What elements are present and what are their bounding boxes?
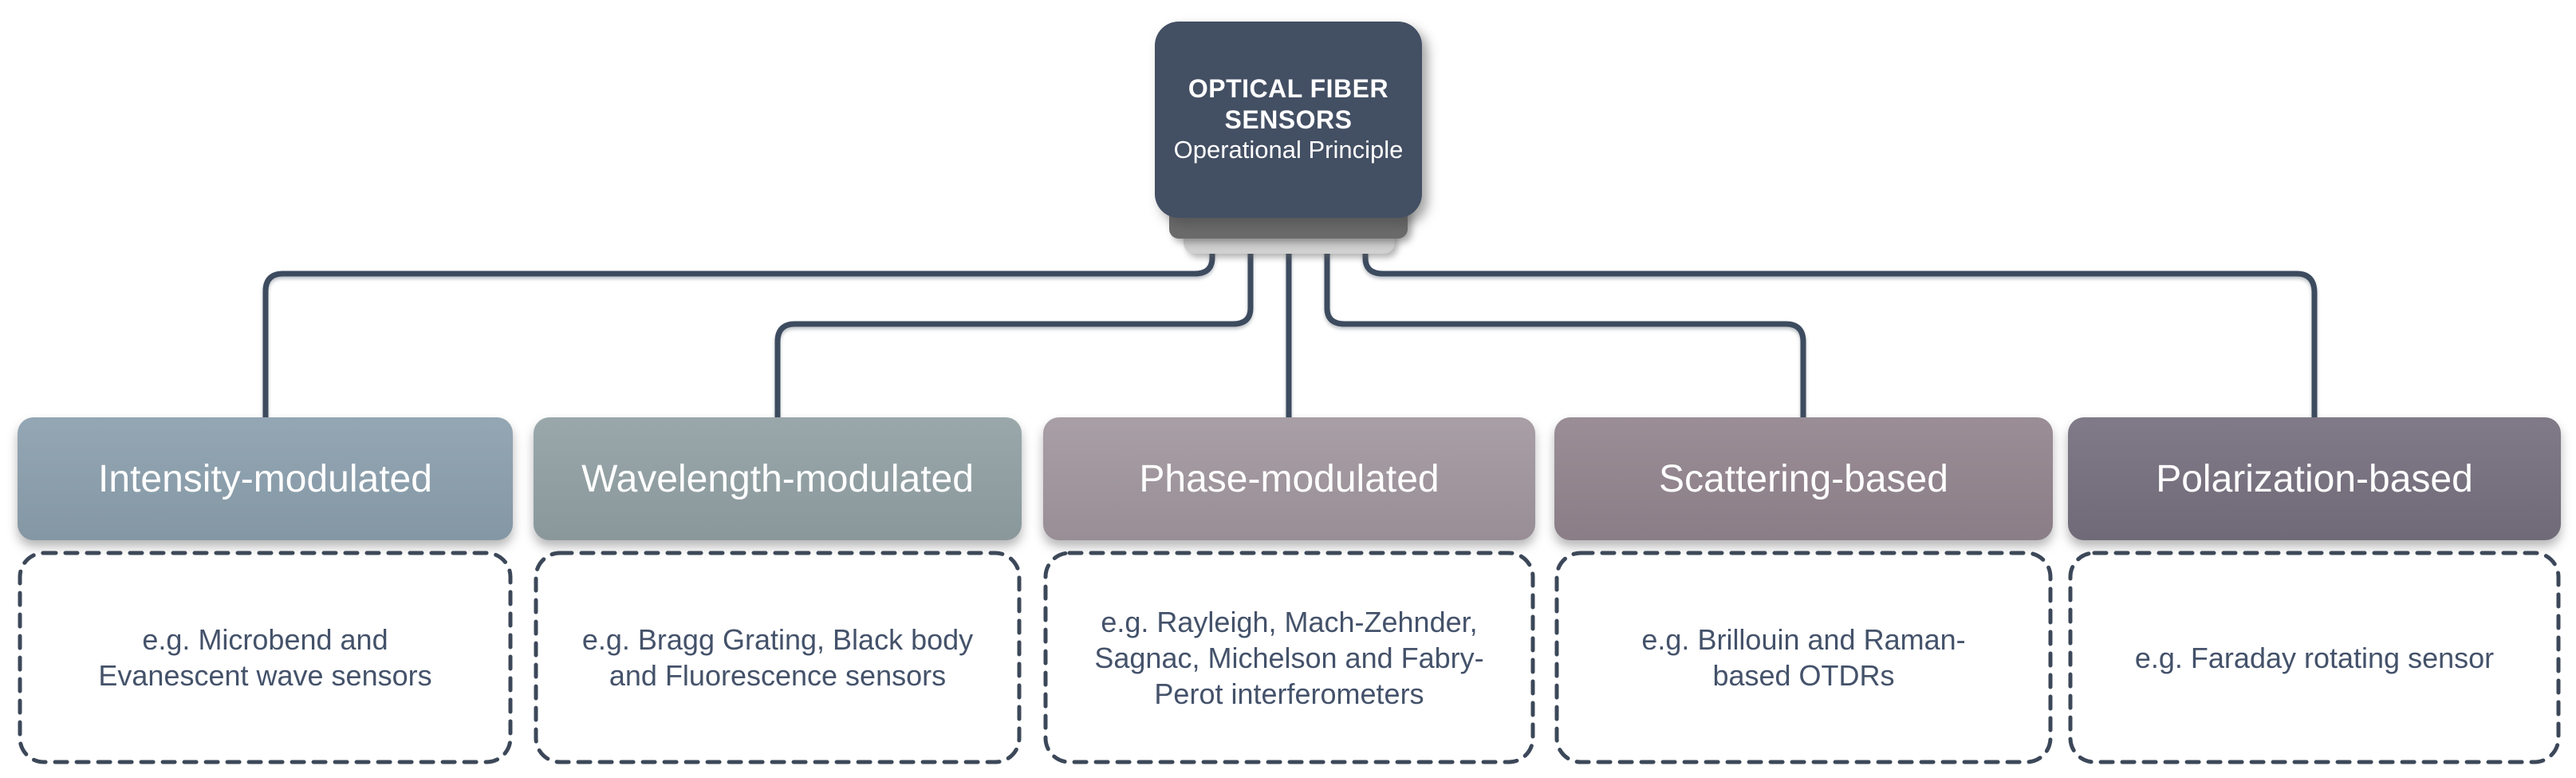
- branch-examples-text: e.g. Rayleigh, Mach-Zehnder, Sagnac, Mic…: [1094, 605, 1484, 710]
- branch-header-phase: Phase-modulated: [1043, 417, 1535, 540]
- root-title: OPTICAL FIBER SENSORS: [1188, 74, 1389, 134]
- branch-header-polarization: Polarization-based: [2068, 417, 2561, 540]
- branch-header-intensity: Intensity-modulated: [18, 417, 513, 540]
- branch-label: Phase-modulated: [1139, 457, 1440, 500]
- branch-examples-text: e.g. Bragg Grating, Black body and Fluor…: [581, 623, 974, 692]
- examples-border-polarization: [2068, 551, 2561, 764]
- connector-polarization: [1362, 239, 2318, 419]
- branch-header-scattering: Scattering-based: [1554, 417, 2053, 540]
- branch-examples-text: e.g. Microbend and Evanescent wave senso…: [98, 623, 432, 692]
- branch-examples-text: e.g. Faraday rotating sensor: [2134, 641, 2495, 674]
- branch-examples-polarization: e.g. Faraday rotating sensor: [2068, 551, 2561, 764]
- branch-label: Scattering-based: [1659, 457, 1948, 500]
- branch-examples-phase: e.g. Rayleigh, Mach-Zehnder, Sagnac, Mic…: [1043, 551, 1535, 764]
- branch-label: Intensity-modulated: [98, 457, 432, 500]
- connector-wavelength: [774, 239, 1254, 419]
- connector-scattering: [1324, 239, 1806, 419]
- examples-border-scattering: [1554, 551, 2053, 764]
- root-node: OPTICAL FIBER SENSORS Operational Princi…: [1155, 22, 1422, 218]
- branch-label: Wavelength-modulated: [581, 457, 974, 500]
- branch-header-wavelength: Wavelength-modulated: [534, 417, 1022, 540]
- branch-examples-text: e.g. Brillouin and Raman- based OTDRs: [1641, 623, 1966, 692]
- branch-examples-scattering: e.g. Brillouin and Raman- based OTDRs: [1554, 551, 2053, 764]
- examples-border-phase: [1043, 551, 1535, 764]
- connector-intensity: [262, 239, 1215, 419]
- branch-examples-intensity: e.g. Microbend and Evanescent wave senso…: [18, 551, 513, 764]
- root-subtitle: Operational Principle: [1173, 136, 1404, 164]
- branch-label: Polarization-based: [2156, 457, 2473, 500]
- branch-examples-wavelength: e.g. Bragg Grating, Black body and Fluor…: [534, 551, 1022, 764]
- examples-border-intensity: [18, 551, 513, 764]
- examples-border-wavelength: [534, 551, 1022, 764]
